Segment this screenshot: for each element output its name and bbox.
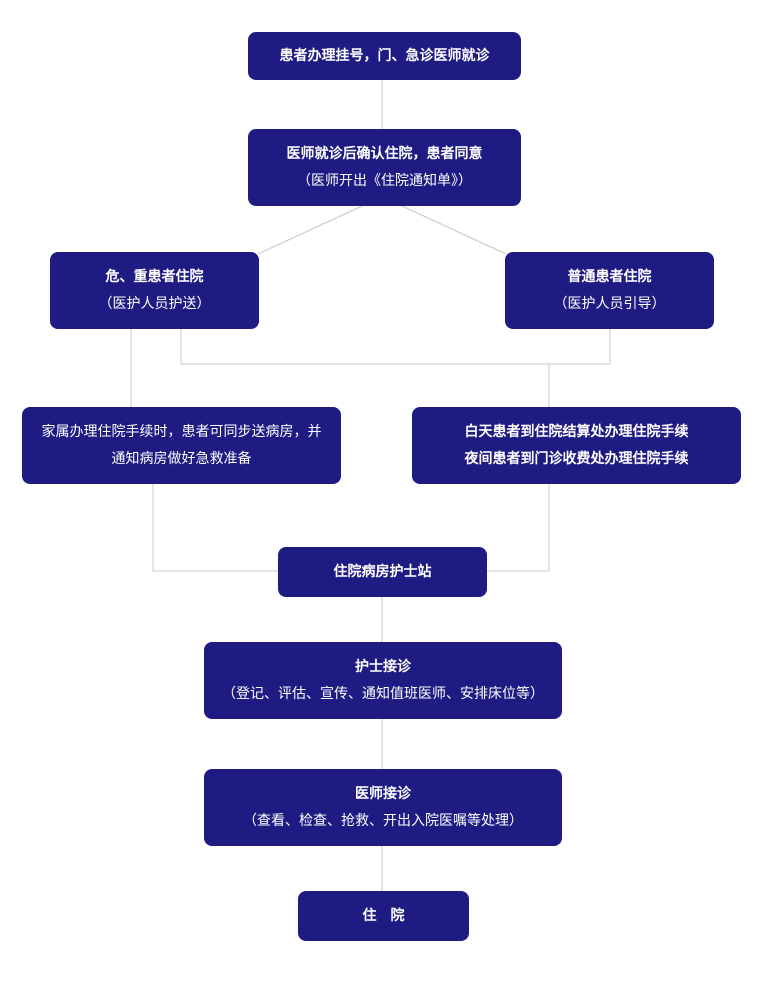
node-register: 患者办理挂号，门、急诊医师就诊 bbox=[248, 32, 521, 80]
node-doctor-reception-subtitle: （查看、检查、抢救、开出入院医嘱等处理） bbox=[243, 812, 523, 829]
node-critical-subtitle: （医护人员护送） bbox=[98, 295, 211, 312]
node-nurse-reception: 护士接诊 （登记、评估、宣传、通知值班医师、安排床位等） bbox=[204, 642, 562, 719]
node-doctor-reception-title: 医师接诊 bbox=[355, 785, 411, 802]
node-doctor-reception: 医师接诊 （查看、检查、抢救、开出入院医嘱等处理） bbox=[204, 769, 562, 846]
node-register-text: 患者办理挂号，门、急诊医师就诊 bbox=[279, 47, 490, 64]
node-settlement-line2: 夜间患者到门诊收费处办理住院手续 bbox=[464, 450, 689, 467]
node-critical-title: 危、重患者住院 bbox=[105, 268, 204, 285]
node-nurse-station: 住院病房护士站 bbox=[278, 547, 487, 597]
node-confirm-title: 医师就诊后确认住院，患者同意 bbox=[286, 145, 483, 162]
node-settlement: 白天患者到住院结算处办理住院手续 夜间患者到门诊收费处办理住院手续 bbox=[412, 407, 741, 484]
node-family-procedures: 家属办理住院手续时，患者可同步送病房，并 通知病房做好急救准备 bbox=[22, 407, 341, 484]
node-admission: 住 院 bbox=[298, 891, 469, 941]
node-nurse-reception-title: 护士接诊 bbox=[355, 658, 411, 675]
node-admission-text: 住 院 bbox=[362, 907, 405, 924]
node-family-line1: 家属办理住院手续时，患者可同步送病房，并 bbox=[41, 423, 322, 440]
node-settlement-line1: 白天患者到住院结算处办理住院手续 bbox=[464, 423, 689, 440]
connector-confirm-critical bbox=[257, 205, 363, 255]
node-confirm-admission: 医师就诊后确认住院，患者同意 （医师开出《住院通知单》） bbox=[248, 129, 521, 206]
node-critical-patient: 危、重患者住院 （医护人员护送） bbox=[50, 252, 259, 329]
connector-confirm-normal bbox=[401, 205, 507, 255]
node-normal-subtitle: （医护人员引导） bbox=[553, 295, 666, 312]
node-nurse-station-text: 住院病房护士站 bbox=[333, 563, 432, 580]
node-normal-title: 普通患者住院 bbox=[567, 268, 652, 285]
node-family-line2: 通知病房做好急救准备 bbox=[111, 450, 252, 467]
node-nurse-reception-subtitle: （登记、评估、宣传、通知值班医师、安排床位等） bbox=[222, 685, 544, 702]
node-normal-patient: 普通患者住院 （医护人员引导） bbox=[505, 252, 714, 329]
node-confirm-subtitle: （医师开出《住院通知单》） bbox=[297, 172, 472, 189]
